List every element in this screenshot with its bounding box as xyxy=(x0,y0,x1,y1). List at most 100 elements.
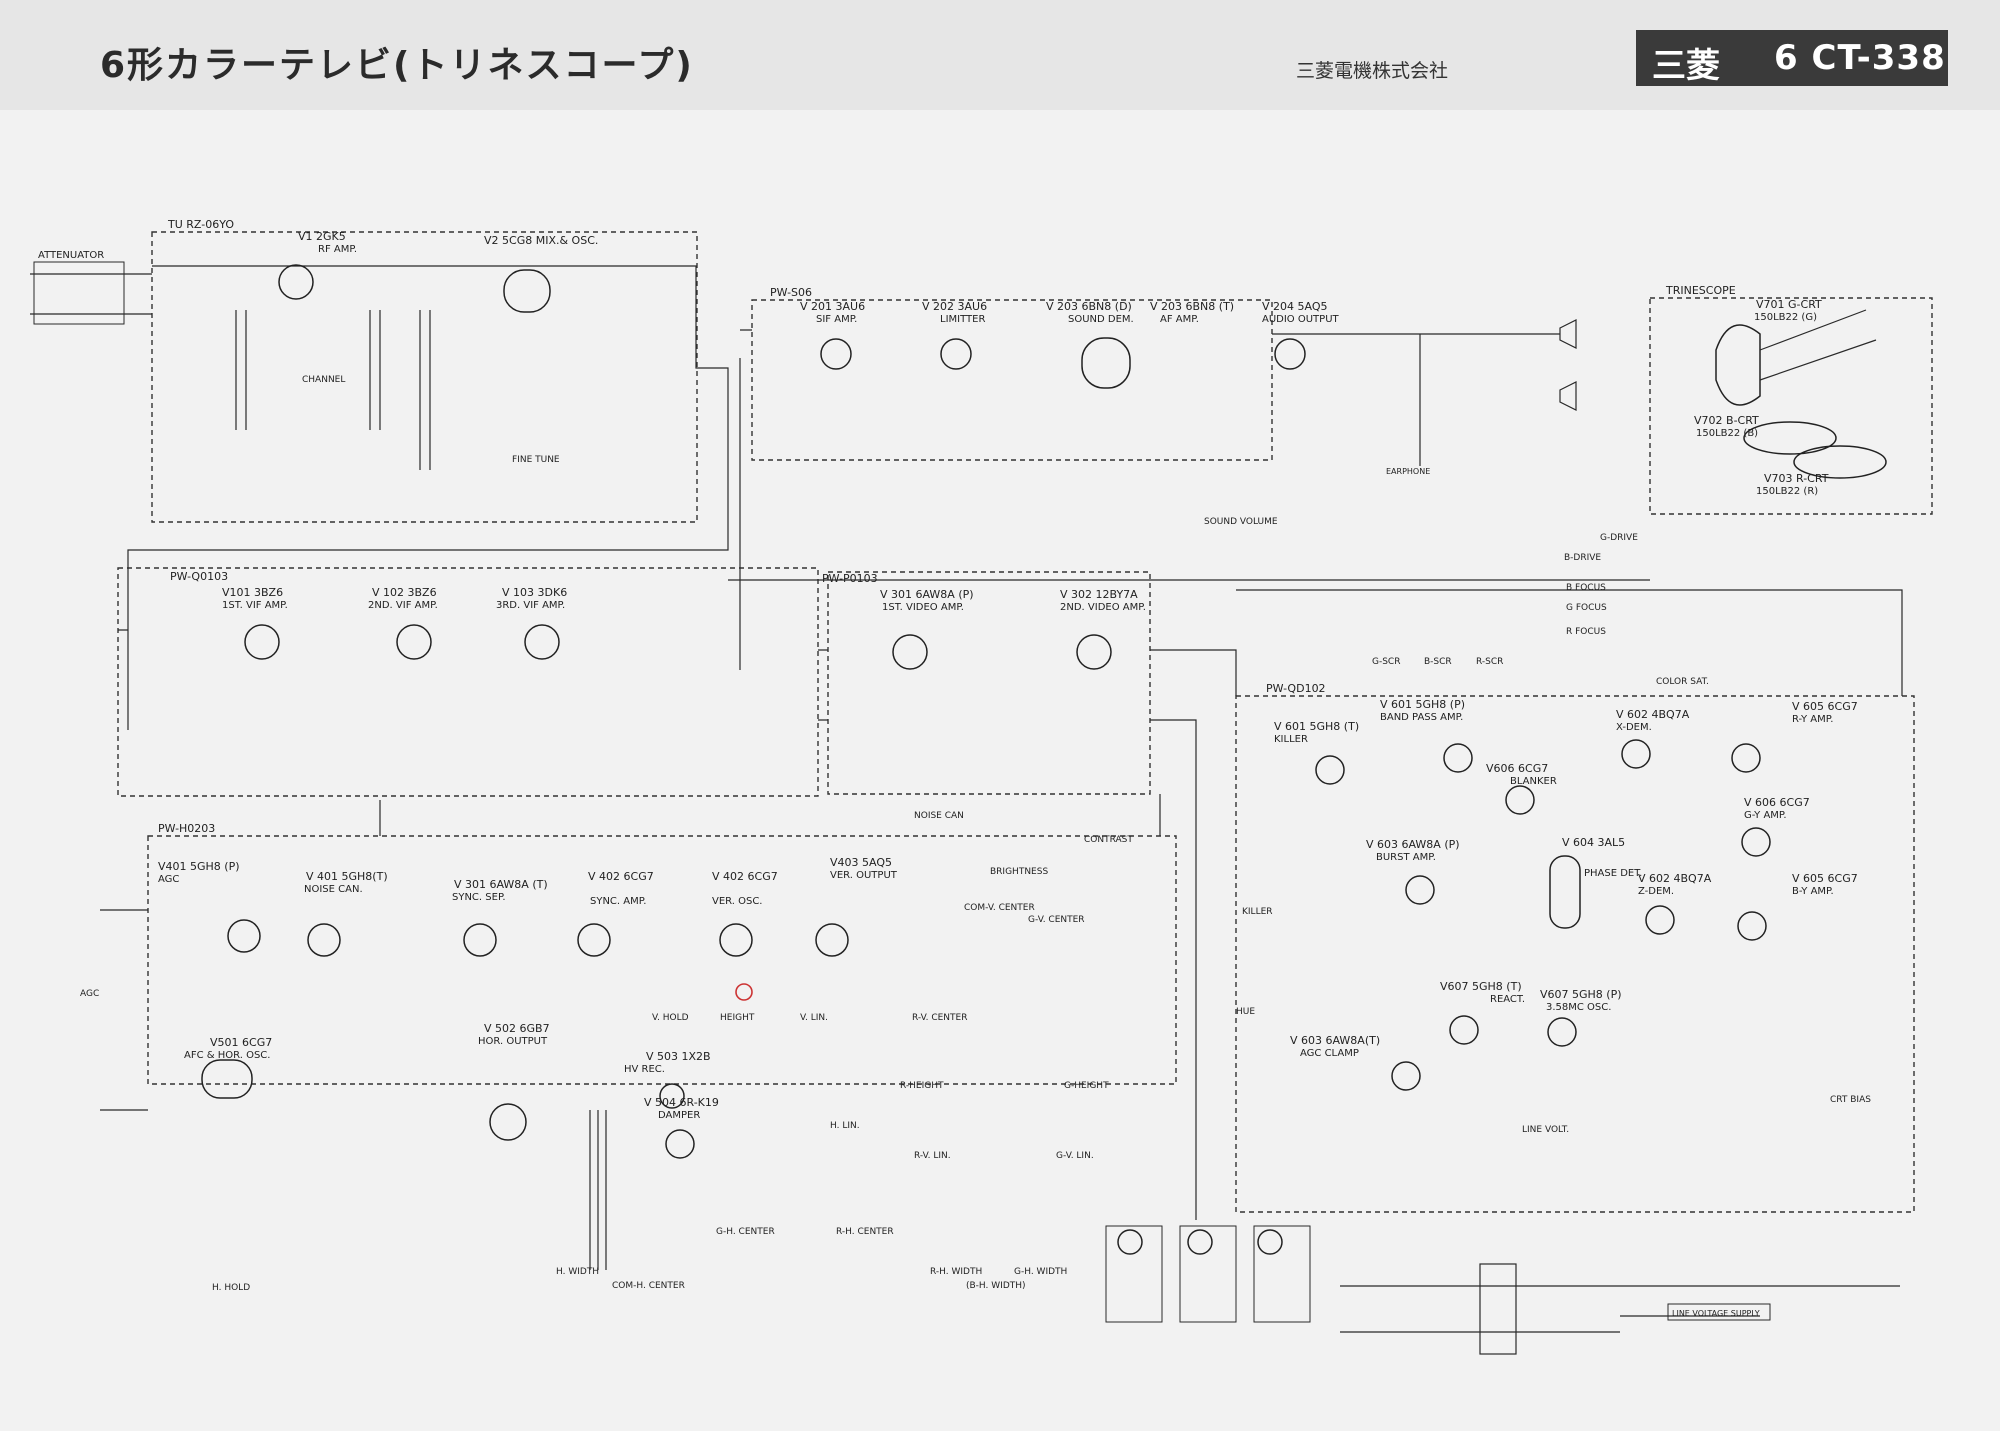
crt-r-tube xyxy=(1793,445,1887,479)
r-scr-label: R-SCR xyxy=(1476,657,1503,667)
tube-v501 xyxy=(201,1059,253,1099)
g-height-label: G-HEIGHT xyxy=(1064,1081,1109,1091)
rv-center-label: R-V. CENTER xyxy=(912,1013,967,1023)
sif-feed-wire xyxy=(739,329,752,670)
v606-function: BLANKER xyxy=(1510,776,1557,787)
v604-function: PHASE DET. xyxy=(1584,868,1642,879)
g-v-center-label: G-V. CENTER xyxy=(1028,915,1085,925)
v401b-function: NOISE CAN. xyxy=(304,884,363,895)
v103-function: 3RD. VIF AMP. xyxy=(496,600,565,611)
r-focus-label: R FOCUS xyxy=(1566,627,1606,637)
v1-function: RF AMP. xyxy=(318,244,357,255)
v605a-label: V 605 6CG7 xyxy=(1792,700,1858,713)
color-sat-label: COLOR SAT. xyxy=(1656,677,1709,687)
v102-function: 2ND. VIF AMP. xyxy=(368,600,438,611)
crt-socket-g xyxy=(1187,1229,1213,1255)
v401a-function: AGC xyxy=(158,874,179,885)
v701-label: V701 G-CRT xyxy=(1756,298,1822,311)
vif-to-video-wires xyxy=(118,629,828,721)
v605a-function: R-Y AMP. xyxy=(1792,714,1833,725)
if-signal-rail xyxy=(127,265,729,730)
v601-function: BAND PASS AMP. xyxy=(1380,712,1463,723)
sync-feed-wires xyxy=(379,794,1161,836)
crt-b-tube xyxy=(1743,421,1837,455)
tube-v601 xyxy=(1443,743,1473,773)
tube-v301 xyxy=(892,634,928,670)
company-name: 三菱電機株式会社 xyxy=(1296,60,1449,82)
video-block xyxy=(827,571,1151,795)
g-scr-label: G-SCR xyxy=(1372,657,1400,667)
tuner-block xyxy=(151,231,698,523)
tube-v302 xyxy=(1076,634,1112,670)
v702-label: V702 B-CRT xyxy=(1694,414,1759,427)
height-label: HEIGHT xyxy=(720,1013,755,1023)
hue-label: HUE xyxy=(1236,1007,1255,1017)
g-v-lin-label: G-V. LIN. xyxy=(1056,1151,1094,1161)
v602-label: V 602 4BQ7A xyxy=(1616,708,1690,721)
v504-function: DAMPER xyxy=(658,1110,700,1121)
tube-v101 xyxy=(244,624,280,660)
v2-label: V2 5CG8 MIX.& OSC. xyxy=(484,234,598,247)
v602b-function: Z-DEM. xyxy=(1638,886,1674,897)
crt-socket-r-box xyxy=(1105,1225,1163,1323)
h-lin-label: H. LIN. xyxy=(830,1121,860,1131)
v402b-function: VER. OSC. xyxy=(712,896,763,907)
attenuator-box xyxy=(33,261,125,325)
tube-v203 xyxy=(1081,337,1131,389)
crt-g-tube xyxy=(1715,324,1761,406)
tube-v603 xyxy=(1405,875,1435,905)
v203b-function: AF AMP. xyxy=(1160,314,1199,325)
v703-label: V703 R-CRT xyxy=(1764,472,1829,485)
tube-v606b xyxy=(1741,827,1771,857)
v605b-label: V 605 6CG7 xyxy=(1792,872,1858,885)
tube-v602 xyxy=(1621,739,1651,769)
header-bar: 6形カラーテレビ(トリネスコープ) 三菱電機株式会社 三菱 6 CT-338 xyxy=(0,0,2000,110)
earphone-label: EARPHONE xyxy=(1386,467,1430,476)
v602b-label: V 602 4BQ7A xyxy=(1638,872,1712,885)
tube-v301t xyxy=(463,923,497,957)
trinescope-block-label: TRINESCOPE xyxy=(1665,284,1736,297)
v607b-label: V607 5GH8 (P) xyxy=(1540,988,1622,1001)
sound-volume-label: SOUND VOLUME xyxy=(1204,517,1278,527)
tube-v402b xyxy=(719,923,753,957)
v403-function: VER. OUTPUT xyxy=(830,870,898,881)
v602-function: X-DEM. xyxy=(1616,722,1652,733)
v501-function: AFC & HOR. OSC. xyxy=(184,1050,270,1061)
v101-label: V101 3BZ6 xyxy=(222,586,283,599)
channel-label: CHANNEL xyxy=(302,375,345,385)
com-v-center-label: COM-V. CENTER xyxy=(964,903,1035,913)
tube-v402a xyxy=(577,923,611,957)
sif-block xyxy=(751,299,1273,461)
v501-label: V501 6CG7 xyxy=(210,1036,272,1049)
v302-function: 2ND. VIDEO AMP. xyxy=(1060,602,1146,613)
video-out-rail xyxy=(1150,649,1237,1220)
r-height-label: R-HEIGHT xyxy=(900,1081,944,1091)
model-number: 6 CT-338 xyxy=(1774,38,1946,78)
v202-label: V 202 3AU6 xyxy=(922,300,987,313)
v604-label: V 604 3AL5 xyxy=(1562,836,1625,849)
height-marker-circle xyxy=(735,983,753,1001)
tube-v102 xyxy=(396,624,432,660)
v606b-function: G-Y AMP. xyxy=(1744,810,1787,821)
flyback-transformer xyxy=(589,1110,607,1270)
v302-label: V 302 12BY7A xyxy=(1060,588,1138,601)
tube-v503 xyxy=(659,1083,685,1109)
v607a-label: V607 5GH8 (T) xyxy=(1440,980,1522,993)
line-voltage-supply-box xyxy=(1667,1303,1771,1321)
v603-label: V 603 6AW8A (P) xyxy=(1366,838,1460,851)
v603-function: BURST AMP. xyxy=(1376,852,1436,863)
chroma-block-label: PW-QD102 xyxy=(1266,682,1326,695)
v401a-label: V401 5GH8 (P) xyxy=(158,860,240,873)
killer-label: KILLER xyxy=(1242,907,1273,917)
v402b-label: V 402 6CG7 xyxy=(712,870,778,883)
v301t-function: SYNC. SEP. xyxy=(452,892,506,903)
rh-width-label: R-H. WIDTH xyxy=(930,1267,982,1277)
crt-socket-g-box xyxy=(1179,1225,1237,1323)
v607b-function: 3.58MC OSC. xyxy=(1546,1002,1611,1013)
noise-can-label: NOISE CAN xyxy=(914,811,964,821)
agc-line xyxy=(100,909,148,1111)
v502-function: HOR. OUTPUT xyxy=(478,1036,548,1047)
vif-block xyxy=(117,567,819,797)
brand-label: 三菱 xyxy=(1652,46,1720,86)
